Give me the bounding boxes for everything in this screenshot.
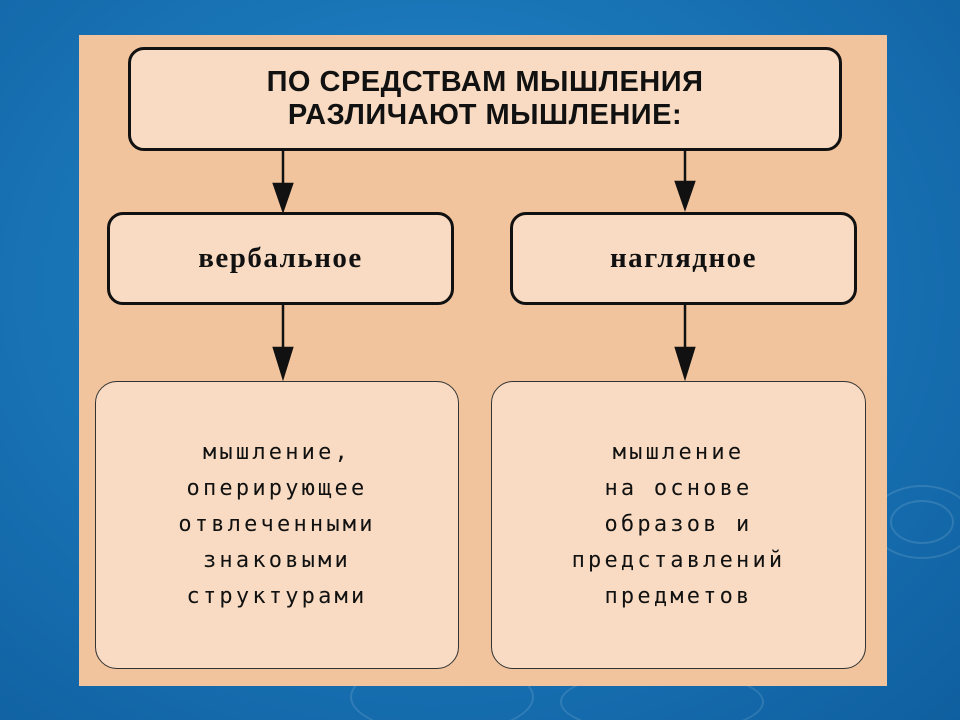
arrow-head: [272, 346, 294, 382]
description-box-verbal: мышление, oперирующее отвлеченными знако…: [95, 381, 459, 669]
category-label-visual: наглядное: [609, 242, 758, 274]
arrow-head: [674, 180, 696, 212]
category-box-visual: наглядное: [510, 212, 857, 305]
description-box-visual: мышление на основе образов и представлен…: [491, 381, 866, 669]
category-box-verbal: вербальное: [107, 212, 454, 305]
title-box: ПО СРЕДСТВАМ МЫШЛЕНИЯ РАЗЛИЧАЮТ МЫШЛЕНИЕ…: [128, 47, 842, 151]
arrow-head: [674, 346, 696, 382]
description-visual: мышление на основе образов и представлен…: [571, 440, 786, 609]
arrow-head: [272, 182, 294, 214]
category-label-verbal: вербальное: [198, 242, 363, 274]
description-verbal: мышление, oперирующее отвлеченными знако…: [178, 440, 376, 609]
diagram-title: ПО СРЕДСТВАМ МЫШЛЕНИЯ РАЗЛИЧАЮТ МЫШЛЕНИЕ…: [266, 66, 704, 131]
